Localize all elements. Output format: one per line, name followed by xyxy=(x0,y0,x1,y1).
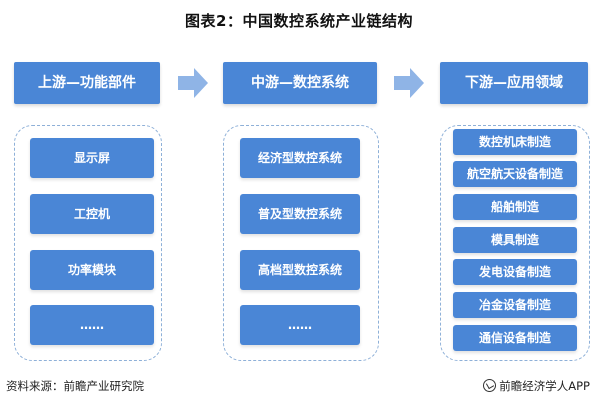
midstream-item: …… xyxy=(240,305,360,345)
stage-header-downstream: 下游—应用领域 xyxy=(440,62,588,104)
brand-credit: 前瞻经济学人APP xyxy=(483,378,590,394)
downstream-item: 通信设备制造 xyxy=(453,325,577,351)
upstream-item: 功率模块 xyxy=(30,250,154,290)
upstream-item: 工控机 xyxy=(30,194,154,234)
downstream-item: 发电设备制造 xyxy=(453,259,577,285)
downstream-item: 模具制造 xyxy=(453,227,577,253)
brand-name: 前瞻经济学人APP xyxy=(499,379,590,393)
midstream-item: 高档型数控系统 xyxy=(240,250,360,290)
source-note: 资料来源：前瞻产业研究院 xyxy=(6,379,144,393)
downstream-item: 航空航天设备制造 xyxy=(453,161,577,187)
downstream-item: 冶金设备制造 xyxy=(453,292,577,318)
upstream-item: …… xyxy=(30,305,154,345)
upstream-item: 显示屏 xyxy=(30,138,154,178)
arrow-right-icon xyxy=(394,68,424,98)
stage-header-upstream: 上游—功能部件 xyxy=(14,62,160,104)
downstream-item: 船舶制造 xyxy=(453,194,577,220)
midstream-item: 经济型数控系统 xyxy=(240,138,360,178)
brand-logo-icon xyxy=(483,379,497,392)
downstream-item: 数控机床制造 xyxy=(453,129,577,155)
stage-header-midstream: 中游—数控系统 xyxy=(223,62,377,104)
arrow-right-icon xyxy=(178,68,208,98)
chart-title: 图表2：中国数控系统产业链结构 xyxy=(185,12,413,30)
midstream-item: 普及型数控系统 xyxy=(240,194,360,234)
